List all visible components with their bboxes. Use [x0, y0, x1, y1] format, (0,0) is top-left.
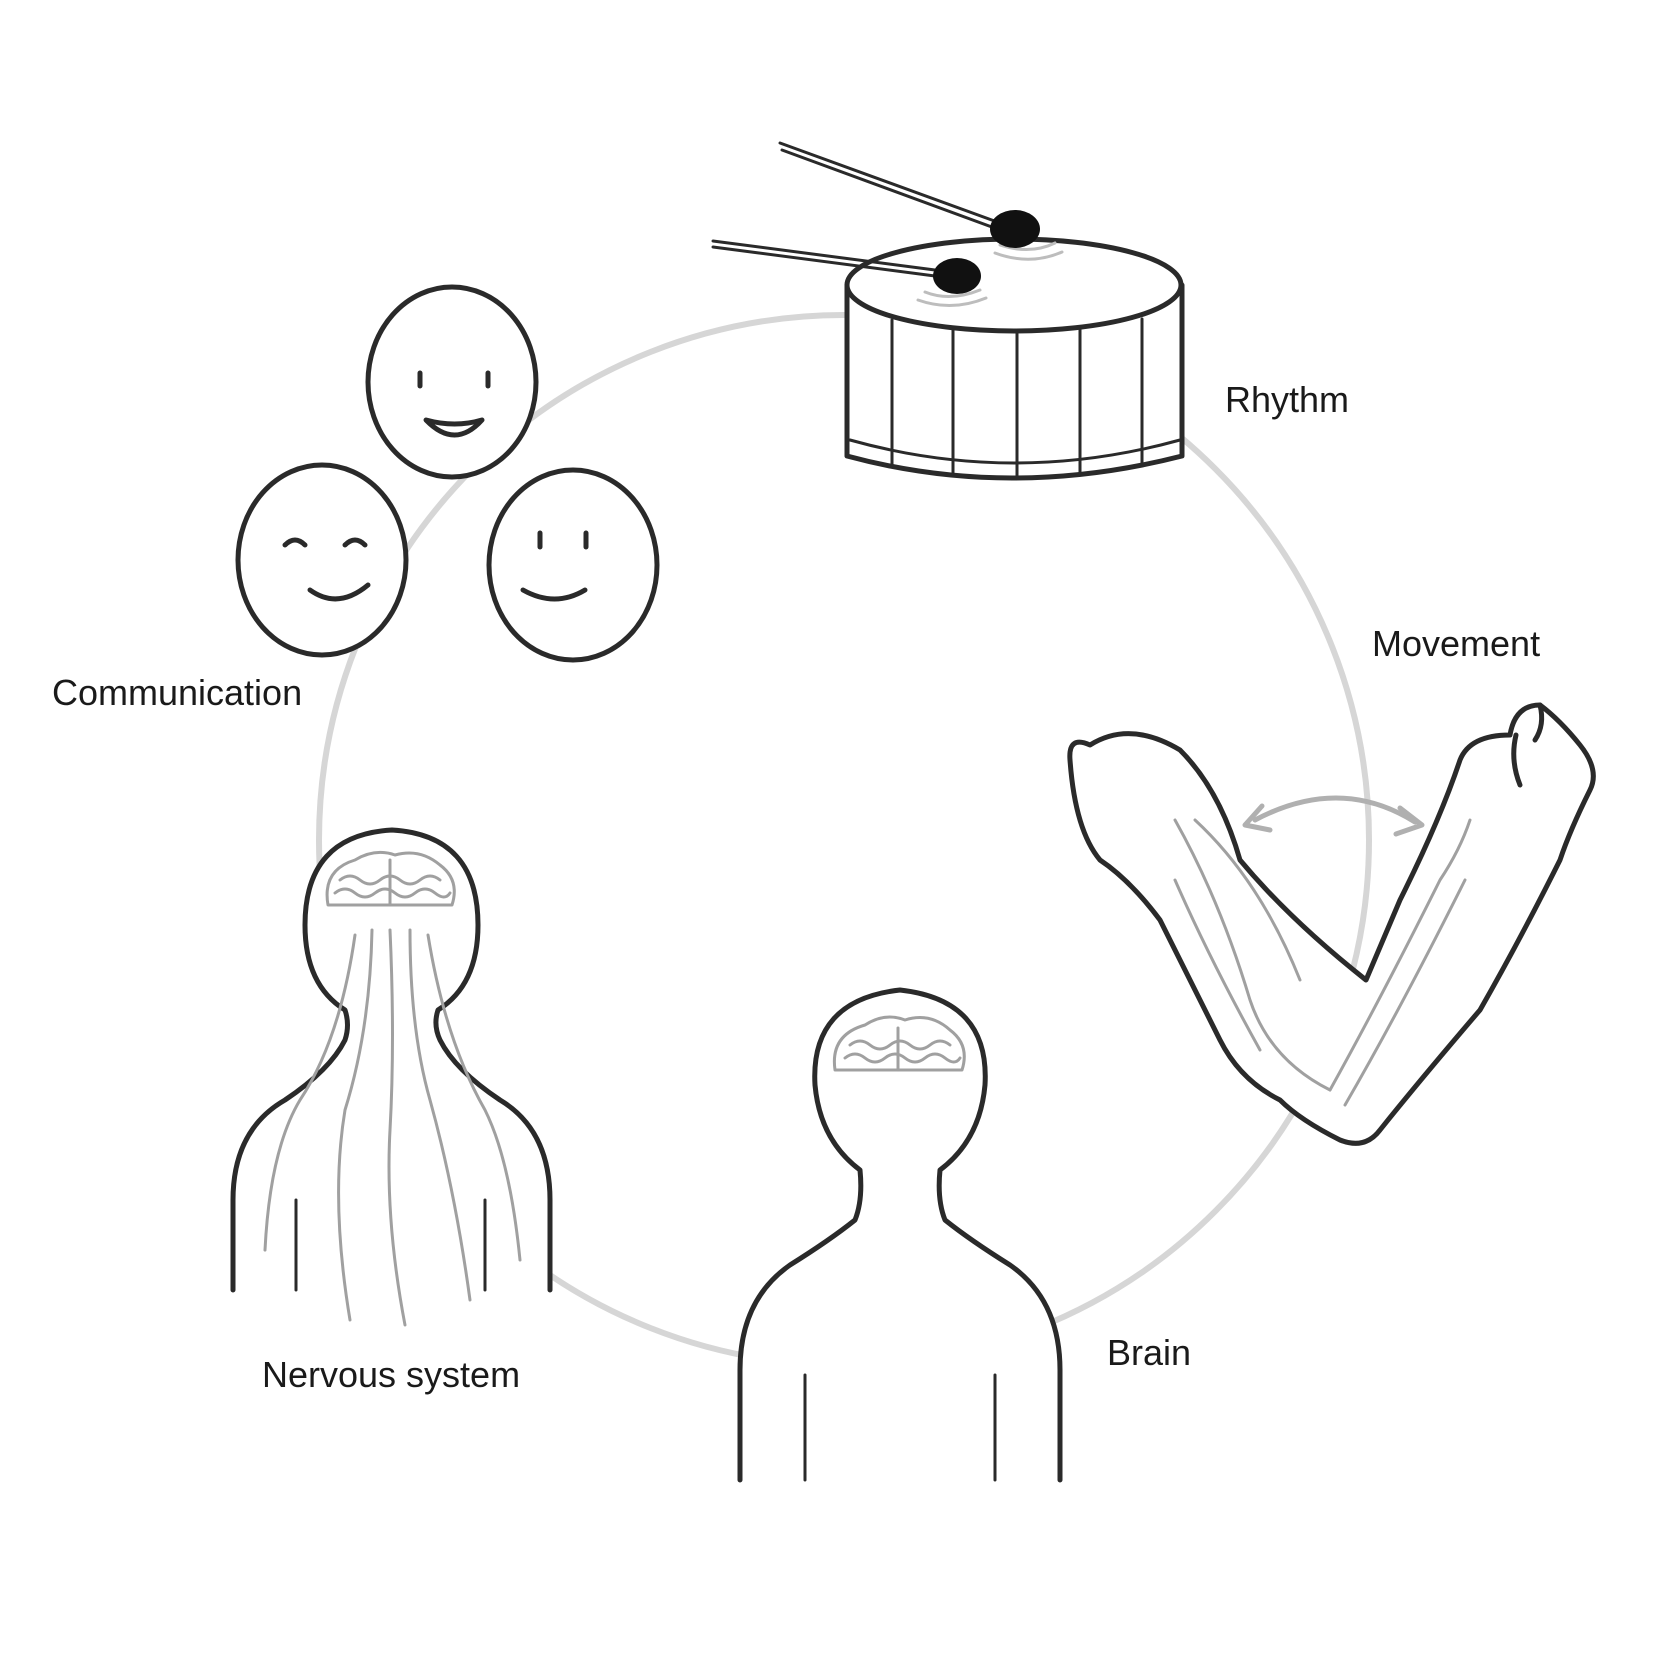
- head-brain-icon: [737, 987, 1063, 1483]
- label-movement: Movement: [1372, 623, 1540, 664]
- drum-icon: [711, 141, 1185, 481]
- brain-icon: [832, 1015, 966, 1072]
- brain-icon: [325, 850, 456, 907]
- movement-arrow-icon: [1242, 795, 1425, 837]
- label-rhythm: Rhythm: [1225, 379, 1349, 420]
- label-nervous-system: Nervous system: [262, 1354, 520, 1395]
- faces-icon: [235, 284, 660, 663]
- nervous-system-icon: [230, 827, 553, 1327]
- arm-icon: [1067, 702, 1596, 1146]
- label-communication: Communication: [52, 672, 302, 713]
- label-brain: Brain: [1107, 1332, 1191, 1373]
